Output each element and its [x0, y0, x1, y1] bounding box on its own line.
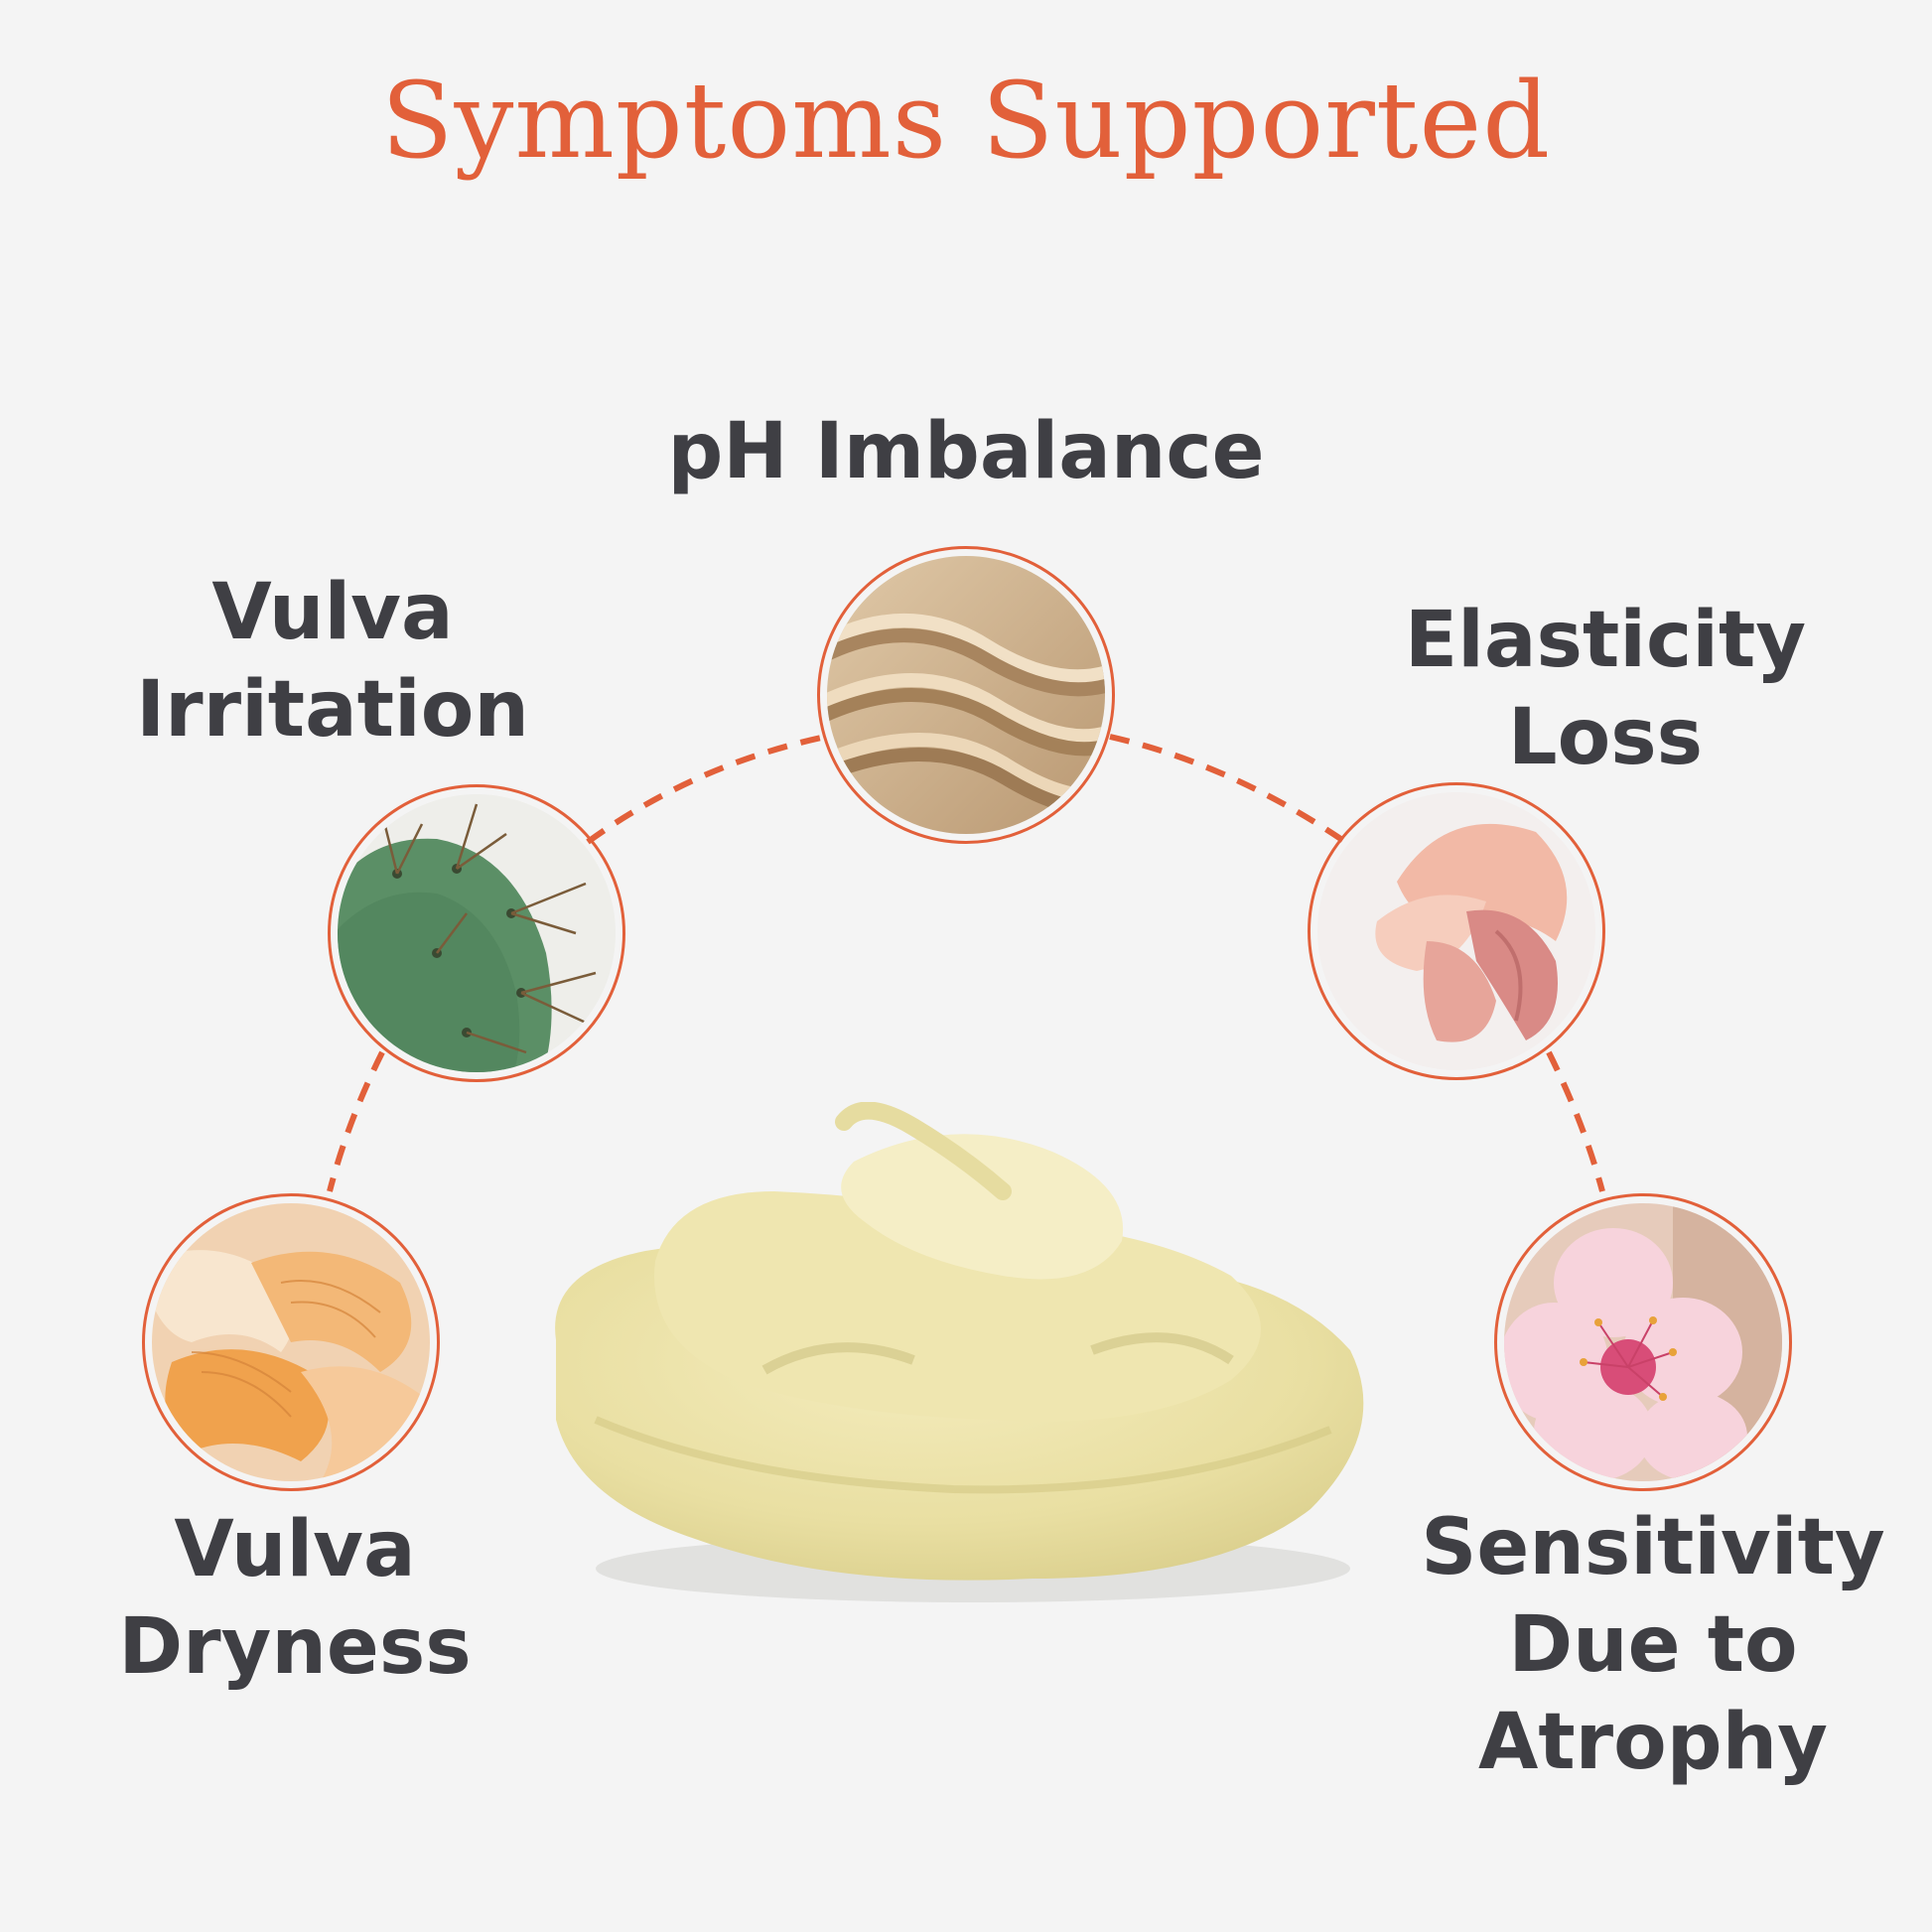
ring-vulva-dryness — [142, 1193, 440, 1491]
ring-sensitivity-due-to-atrophy — [1494, 1193, 1792, 1491]
label-elasticity-loss: Elasticity Loss — [1404, 596, 1807, 782]
cactus-icon — [338, 794, 616, 1072]
ring-ph-imbalance — [817, 546, 1115, 844]
sand-ripples-icon — [827, 556, 1105, 834]
ring-elasticity-loss — [1308, 782, 1605, 1080]
label-vulva-dryness: Vulva Dryness — [118, 1505, 472, 1692]
label-ph-imbalance: pH Imbalance — [667, 407, 1265, 496]
label-sensitivity-due-to-atrophy: Sensitivity Due to Atrophy — [1421, 1503, 1885, 1787]
label-vulva-irritation: Vulva Irritation — [136, 568, 529, 755]
page-title: Symptoms Supported — [380, 60, 1552, 182]
ring-vulva-irritation — [328, 784, 625, 1082]
coral-mushroom-icon — [152, 1203, 430, 1481]
cream-swirl-image — [536, 1101, 1390, 1623]
cherry-blossom-icon — [1504, 1203, 1782, 1481]
peony-flower-icon — [1317, 792, 1595, 1070]
